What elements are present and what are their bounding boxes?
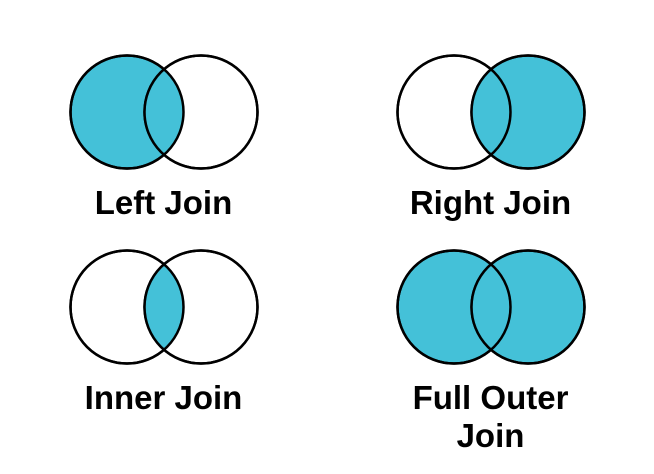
diagram-cell-left-join: Left Join [0,0,327,237]
right-circle-outline [142,54,259,170]
left-circle-outline [395,249,512,365]
venn-diagram-right-join [395,54,586,170]
diagram-cell-inner-join: Inner Join [0,237,327,474]
venn-diagram-left-join [68,54,259,170]
venn-diagram-inner-join [68,249,259,365]
left-circle-outline [395,54,512,170]
right-circle-outline [469,249,586,365]
overlap-lens [143,69,184,155]
left-circle-outline [68,54,185,170]
overlap-lens [470,264,511,350]
diagram-label-left-join: Left Join [94,184,233,221]
diagram-label-right-join: Right Join [409,184,572,221]
overlap-lens [470,69,511,155]
diagram-label-inner-join: Inner Join [84,379,243,416]
diagram-label-full-outer-join: Full Outer Join [412,379,569,454]
diagram-cell-right-join: Right Join [327,0,654,237]
overlap-lens [143,264,184,350]
diagram-cell-full-outer-join: Full Outer Join [327,237,654,474]
left-circle-outline [68,249,185,365]
right-circle-outline [142,249,259,365]
right-circle-outline [469,54,586,170]
venn-diagram-full-outer-join [395,249,586,365]
